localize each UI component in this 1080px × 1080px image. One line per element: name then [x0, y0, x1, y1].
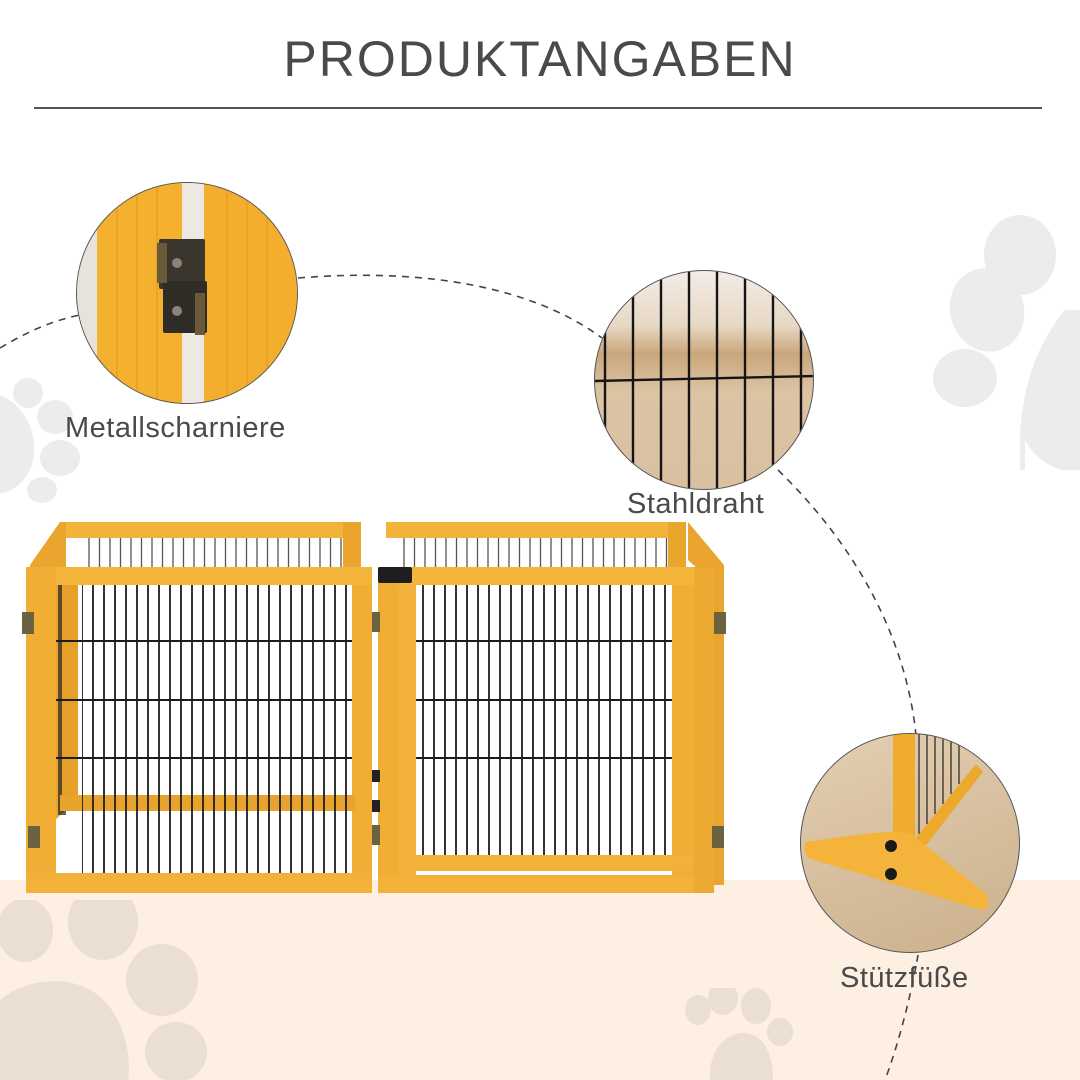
feature-label-hinges: Metallscharniere: [65, 412, 286, 444]
paw-print-bottom-left-icon: [0, 900, 207, 1080]
hinge-detail-image: [76, 182, 298, 404]
support-feet-detail-image: [800, 733, 1020, 953]
hinge-icon: [157, 239, 207, 335]
paw-print-top-right-icon: [933, 215, 1080, 470]
support-feet-icon: [804, 734, 989, 910]
paw-print-bottom-center-icon: [685, 988, 793, 1080]
paw-print-left-icon: [0, 378, 80, 503]
gate-latch-icon: [378, 567, 412, 583]
steel-wire-detail-image: [594, 270, 814, 490]
feature-label-wire: Stahldraht: [627, 488, 765, 520]
feature-label-feet: Stützfüße: [840, 962, 969, 994]
title-divider: [34, 107, 1042, 109]
page-title: PRODUKTANGABEN: [283, 31, 797, 87]
